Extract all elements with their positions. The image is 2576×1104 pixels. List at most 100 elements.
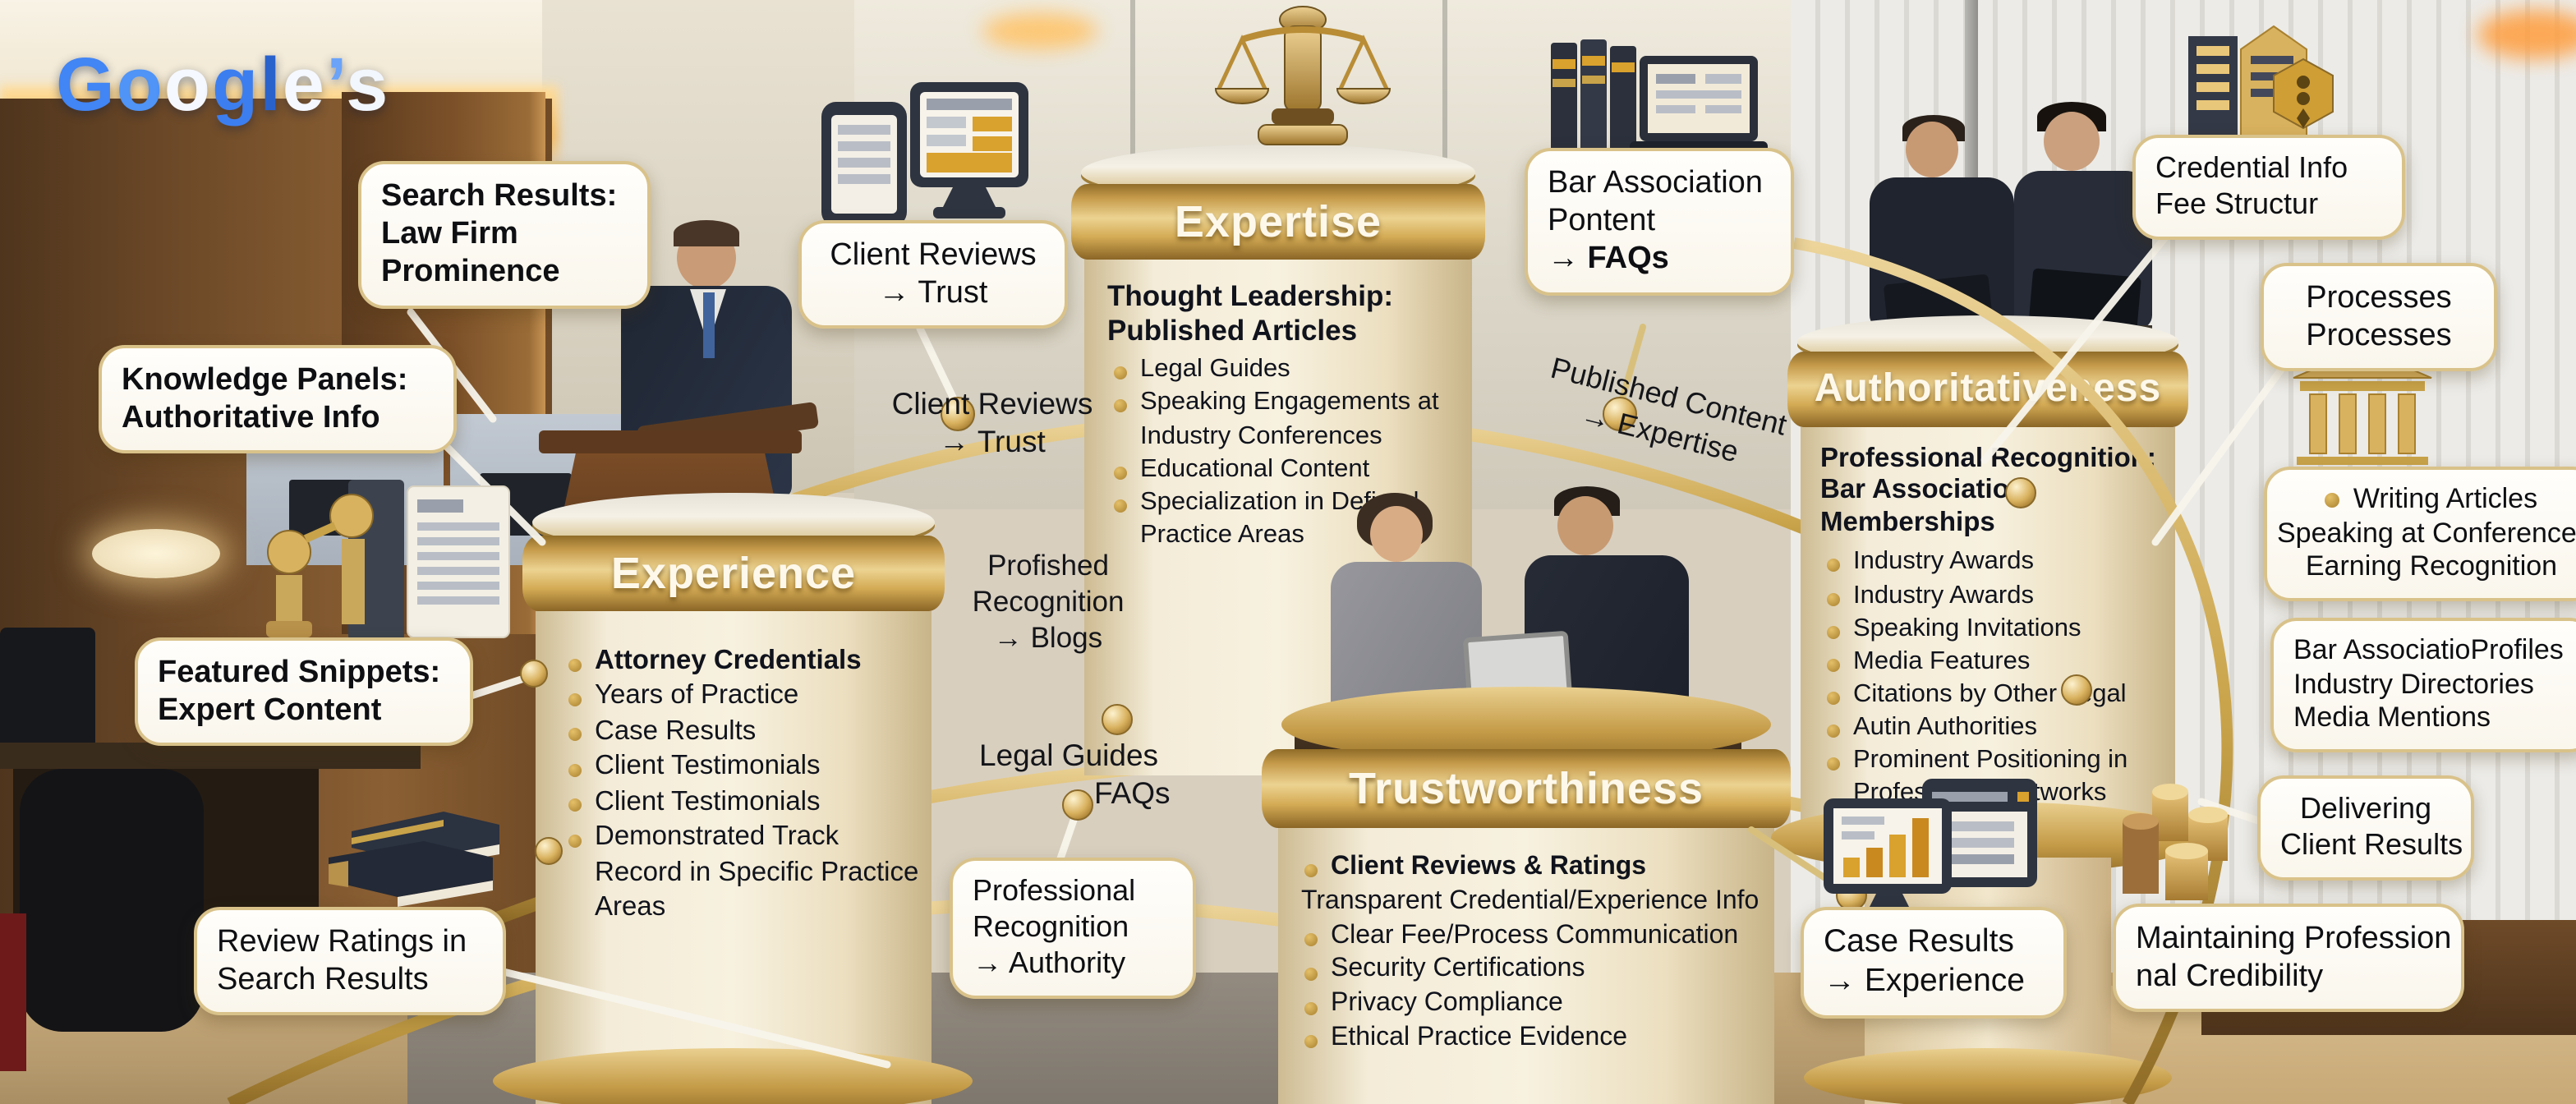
text-line: Search Results: — [381, 179, 618, 214]
list-item: Industry Awards — [1820, 579, 2172, 612]
person-head — [1906, 122, 1958, 177]
list-item: Security Certifications — [1298, 954, 1771, 988]
text-line: Industry Directories — [2293, 668, 2534, 700]
pillar-title: Authoritativeness — [1814, 366, 2162, 411]
text-line: Media Mentions — [2293, 702, 2491, 734]
text-line: Processes — [2306, 319, 2452, 354]
logo-letter: g — [212, 41, 260, 126]
text-line: Earning Recognition — [2305, 550, 2558, 582]
list-item: Citations by Other Legal — [1820, 678, 2172, 711]
list-item: Speaking Engagements at Industry Confere… — [1107, 387, 1462, 453]
text-line: Delivering — [2299, 792, 2432, 825]
list-item: Legal Guides — [1107, 354, 1462, 387]
text-line: Fee Structur — [2155, 186, 2319, 220]
case-results-experience-callout: Case Results→ Experience — [1801, 907, 2067, 1019]
text-line: Bar AssociatioProfiles — [2293, 634, 2564, 665]
list-item: Years of Practice — [562, 679, 925, 715]
client-reviews-trust-label: Client Reviews→ Trust — [877, 384, 1107, 461]
label-text: Client Reviews→ Trust — [877, 384, 1107, 461]
list-item: Case Results — [562, 715, 925, 750]
text-line: Client Results — [2280, 827, 2463, 861]
person-head — [2044, 112, 2100, 171]
list-item: Transparent Credential/Experience Info — [1301, 886, 1760, 915]
logo-letter: e — [282, 41, 326, 126]
text-line: Recognition — [973, 909, 1129, 943]
logo-letter: l — [260, 41, 283, 126]
pillar-title-band: Experience — [522, 536, 945, 611]
pillar-title: Trustworthiness — [1348, 763, 1704, 812]
list-item: Autin Authorities — [1820, 711, 2172, 744]
callout-text: Knowledge Panels:Authoritative Info — [122, 361, 434, 438]
text-line: Maintaining Profession — [2136, 922, 2452, 956]
logo-letter: G — [56, 41, 117, 126]
podium-top — [539, 430, 802, 453]
list-item: Clear Fee/Process Communication — [1298, 919, 1771, 954]
text-line: → FAQs — [1548, 242, 1669, 277]
desk-monitor — [0, 628, 95, 756]
text-line: Processes — [2306, 281, 2452, 315]
client-reviews-trust-callout: Client Reviews→ Trust — [798, 220, 1068, 329]
list-item: Privacy Compliance — [1298, 987, 1771, 1022]
callout-text: Case Results→ Experience — [1824, 923, 2044, 1001]
list-item: Demonstrated Track Record in Specific Pr… — [562, 820, 925, 926]
ceiling-light-glow — [2477, 10, 2576, 59]
text-line: Pontent — [1548, 204, 1655, 239]
pillar-expertise: Expertise Thought Leadership: Published … — [1071, 145, 1485, 775]
list-item: Client Testimonials — [562, 785, 925, 821]
text-line: Featured Snippets: — [158, 656, 441, 690]
pillar-title: Expertise — [1174, 196, 1382, 246]
pillar-title-band: Trustworthiness — [1262, 749, 1791, 828]
desk-lamp — [92, 529, 220, 578]
logo-letter: ’ — [325, 41, 347, 126]
red-chair-accent — [0, 913, 26, 1071]
list-item: Attorney Credentials — [562, 644, 925, 679]
pillar-title-band: Expertise — [1071, 184, 1485, 260]
pillar-heading: Thought Leadership: Published Articles — [1107, 279, 1394, 347]
list-item: Prominent Positioning in Professional Ne… — [1820, 745, 2172, 812]
attorney-hair — [674, 220, 739, 246]
text-line: Review Ratings in — [217, 925, 467, 959]
text-line: Credential Info — [2155, 151, 2348, 184]
text-line: Case Results — [1824, 923, 2014, 959]
pillar-title-band: Authoritativeness — [1787, 352, 2188, 427]
google-logo: Google’s — [56, 39, 389, 128]
list-item: Client Testimonials — [562, 750, 925, 785]
text-line: nal Credibility — [2136, 959, 2324, 995]
logo-letter: s — [346, 41, 390, 126]
text-line: Client Reviews — [830, 238, 1037, 273]
list-item: Speaking Invitations — [1820, 612, 2172, 645]
text-line: Writing Articles — [2277, 483, 2576, 517]
list-item: Educational Content — [1107, 453, 1462, 485]
pillar-title: Experience — [610, 548, 857, 597]
callout-text: Client Reviews→ Trust — [821, 237, 1045, 313]
man-head — [1557, 496, 1613, 555]
callout-text: Featured Snippets:Expert Content — [158, 654, 450, 730]
text-line: → Experience — [1824, 962, 2025, 999]
pillar-trustworthiness: Trustworthiness Client Reviews & Ratings… — [1262, 687, 1791, 1104]
